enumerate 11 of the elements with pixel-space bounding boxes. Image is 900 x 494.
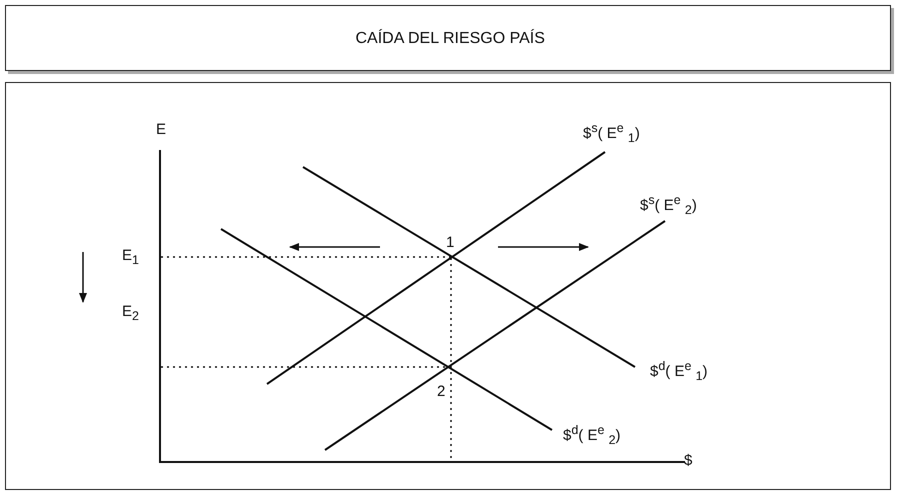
axis-label: $	[684, 453, 692, 468]
curve-label: $$^{s}$( E$^{e}$ $_{1}$)	[583, 122, 640, 144]
curve-label: $$^{d}$( E$^{e}$ $_{2}$)	[563, 424, 621, 446]
tick-label: E$_{1}$	[122, 248, 139, 266]
point-label: 1	[446, 235, 454, 250]
tick-label: E$_{2}$	[122, 304, 139, 322]
axis-label: E	[156, 122, 166, 137]
curve-label: $$^{d}$( E$^{e}$ $_{1}$)	[650, 360, 708, 382]
curve-label: $$^{s}$( E$^{e}$ $_{2}$)	[640, 194, 697, 216]
diagram-title: CAÍDA DEL RIESGO PAÍS	[356, 30, 545, 48]
point-label: 2	[437, 384, 446, 399]
